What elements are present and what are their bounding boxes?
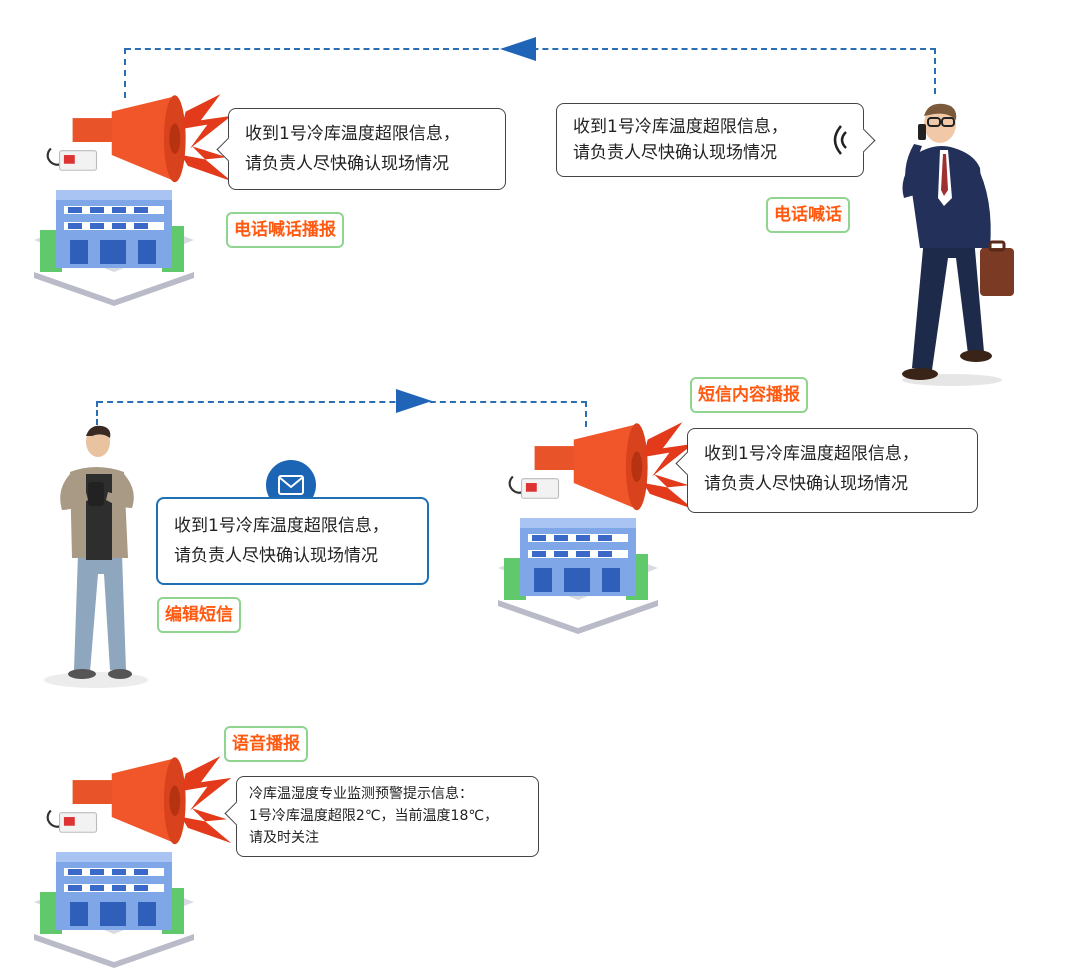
message-line: 请负责人尽快确认现场情况 (573, 143, 777, 163)
message-line: 请负责人尽快确认现场情况 (245, 154, 449, 174)
arrow-left-icon (500, 37, 536, 61)
message-bubble-top-right: 收到1号冷库温度超限信息， 请负责人尽快确认现场情况 (556, 103, 876, 177)
message-line: 收到1号冷库温度超限信息， (245, 124, 460, 144)
tag-sms-broadcast: 短信内容播报 (690, 377, 808, 413)
loudspeaker-icon (46, 755, 233, 846)
message-line: 收到1号冷库温度超限信息， (704, 444, 919, 464)
message-line: 收到1号冷库温度超限信息， (174, 516, 389, 536)
message-bubble-mid-right: 收到1号冷库温度超限信息， 请负责人尽快确认现场情况 (675, 428, 978, 513)
tag-phone-broadcast: 电话喊话播报 (226, 212, 344, 248)
tag-phone-call: 电话喊话 (766, 197, 850, 233)
flow-line-top-right-drop (934, 48, 936, 94)
message-line: 请负责人尽快确认现场情况 (174, 546, 378, 566)
message-line: 收到1号冷库温度超限信息， (573, 117, 788, 137)
voice-message-bubble: 冷库温湿度专业监测预警提示信息： 1号冷库温度超限2℃，当前温度18℃， 请及时… (224, 776, 539, 857)
man-with-phone-figure (44, 425, 148, 688)
message-line: 1号冷库温度超限2℃，当前温度18℃， (249, 808, 499, 824)
building-icon (34, 190, 194, 306)
sms-message-box: 收到1号冷库温度超限信息， 请负责人尽快确认现场情况 (156, 497, 429, 585)
businessman-figure (902, 103, 1014, 386)
building-icon (34, 852, 194, 968)
flow-line-middle (97, 401, 587, 403)
sound-wave-icon (833, 125, 847, 155)
message-bubble-top-left: 收到1号冷库温度超限信息， 请负责人尽快确认现场情况 (216, 108, 506, 190)
message-line: 请负责人尽快确认现场情况 (704, 474, 908, 494)
loudspeaker-icon (508, 421, 695, 512)
loudspeaker-icon (46, 93, 233, 184)
building-icon (498, 518, 658, 634)
flow-line-mid-right-drop (585, 401, 587, 427)
tag-edit-sms: 编辑短信 (157, 597, 241, 633)
arrow-right-icon (396, 389, 432, 413)
flow-line-mid-left-drop (96, 401, 98, 425)
flow-line-top-left-drop (124, 48, 126, 98)
message-line: 冷库温湿度专业监测预警提示信息： (249, 786, 473, 802)
tag-voice-broadcast: 语音播报 (224, 726, 308, 762)
message-line: 请及时关注 (249, 830, 319, 846)
